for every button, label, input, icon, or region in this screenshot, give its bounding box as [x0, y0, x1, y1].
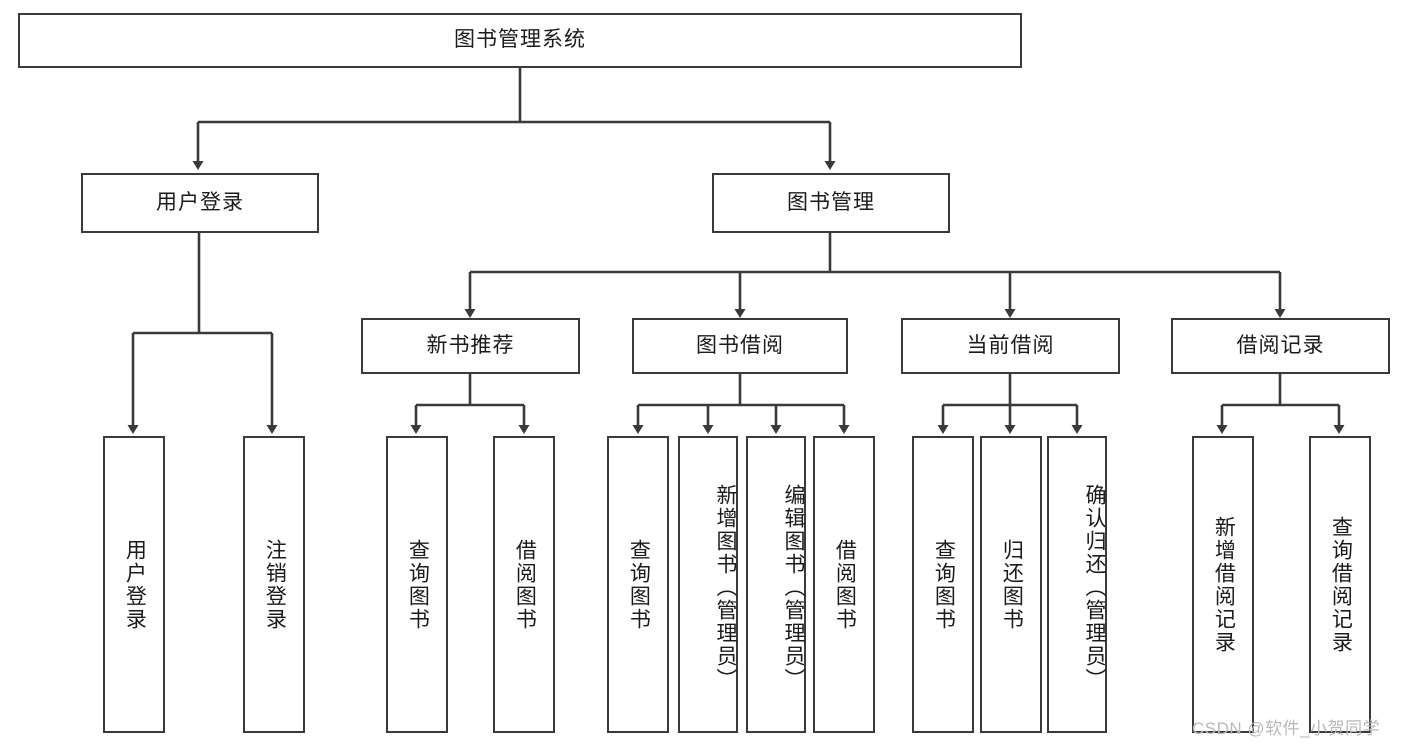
leaf-borrow-book-2[interactable]: 借阅图书	[813, 436, 875, 733]
leaf-add-record-label: 新增借阅记录	[1212, 515, 1236, 654]
leaf-return-book-label: 归还图书	[1000, 538, 1024, 631]
leaf-query-book-1-label: 查询图书	[406, 538, 430, 631]
leaf-query-record[interactable]: 查询借阅记录	[1309, 436, 1371, 733]
leaf-borrow-book-1[interactable]: 借阅图书	[493, 436, 555, 733]
node-user-login-label: 用户登录	[156, 190, 244, 214]
node-root-label: 图书管理系统	[454, 28, 586, 52]
node-new-book-recommend[interactable]: 新书推荐	[361, 318, 580, 374]
node-current-borrow-label: 当前借阅	[966, 333, 1055, 357]
leaf-logout-label: 注销登录	[263, 538, 287, 631]
leaf-edit-book[interactable]: 编辑图书（管理员）	[746, 436, 806, 733]
csdn-watermark: CSDN @软件_小贺同学	[1192, 719, 1381, 738]
leaf-edit-book-label: 编辑图书（管理员）	[782, 484, 805, 691]
node-borrow-record[interactable]: 借阅记录	[1171, 318, 1390, 374]
leaf-confirm-return-label: 确认归还（管理员）	[1083, 484, 1106, 691]
leaf-borrow-book-1-label: 借阅图书	[513, 538, 537, 631]
leaf-confirm-return[interactable]: 确认归还（管理员）	[1047, 436, 1107, 733]
leaf-query-book-2-label: 查询图书	[627, 538, 651, 631]
leaf-return-book[interactable]: 归还图书	[980, 436, 1042, 733]
leaf-user-login-label: 用户登录	[123, 538, 147, 631]
node-book-borrow[interactable]: 图书借阅	[632, 318, 848, 374]
node-current-borrow[interactable]: 当前借阅	[901, 318, 1120, 374]
leaf-logout[interactable]: 注销登录	[243, 436, 305, 733]
node-book-management[interactable]: 图书管理	[712, 173, 950, 233]
node-root[interactable]: 图书管理系统	[18, 13, 1022, 68]
leaf-query-book-3-label: 查询图书	[932, 538, 956, 631]
node-new-book-recommend-label: 新书推荐	[426, 333, 515, 357]
node-user-login[interactable]: 用户登录	[81, 173, 319, 233]
leaf-query-book-3[interactable]: 查询图书	[912, 436, 974, 733]
leaf-add-book[interactable]: 新增图书（管理员）	[678, 436, 738, 733]
leaf-borrow-book-2-label: 借阅图书	[833, 538, 857, 631]
leaf-user-login[interactable]: 用户登录	[103, 436, 165, 733]
node-book-management-label: 图书管理	[787, 190, 875, 214]
node-borrow-record-label: 借阅记录	[1236, 333, 1325, 357]
leaf-query-book-2[interactable]: 查询图书	[607, 436, 669, 733]
node-book-borrow-label: 图书借阅	[696, 333, 784, 357]
leaf-query-book-1[interactable]: 查询图书	[386, 436, 448, 733]
leaf-add-record[interactable]: 新增借阅记录	[1192, 436, 1254, 733]
leaf-query-record-label: 查询借阅记录	[1329, 515, 1353, 654]
leaf-add-book-label: 新增图书（管理员）	[714, 484, 737, 691]
